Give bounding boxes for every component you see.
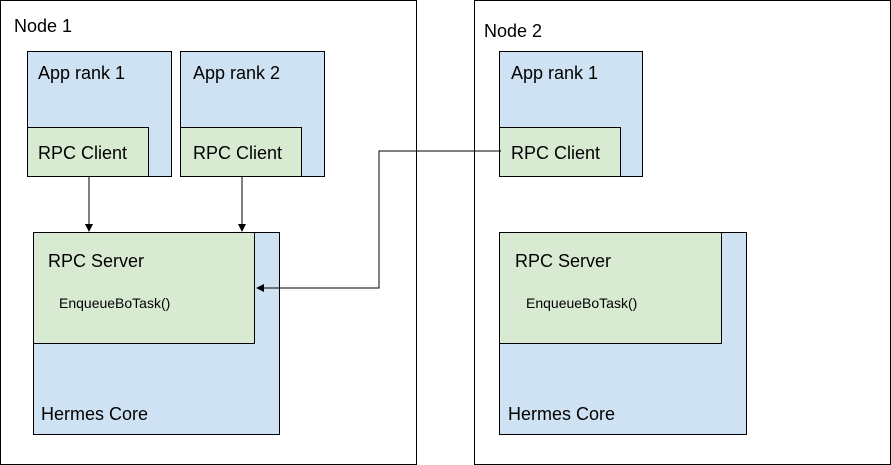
- node-1-title: Node 1: [14, 16, 73, 36]
- node-2-hermes-core-label: Hermes Core: [508, 404, 616, 424]
- node-2-app-rank-1-rpc-client: [499, 127, 621, 177]
- node-2-app-rank-1-rpc-client-label: RPC Client: [511, 143, 601, 163]
- node-1-app-rank-2-rpc-client-label: RPC Client: [193, 143, 283, 163]
- node-1-app-rank-2-label: App rank 2: [193, 63, 281, 83]
- node-1-rpc-server-label: RPC Server: [48, 251, 145, 271]
- node-1-app-rank-1-label: App rank 1: [38, 63, 126, 83]
- node-1-rpc-server: [33, 232, 255, 344]
- node-1-app-rank-1-rpc-client: [27, 127, 149, 177]
- arrow-node2-client-to-node1-server: [256, 150, 501, 292]
- node-1-app-rank-2-rpc-client: [180, 127, 302, 177]
- node-1-hermes-core-label: Hermes Core: [41, 404, 149, 424]
- node-2-rpc-server: [499, 232, 722, 344]
- node-2-app-rank-1-label: App rank 1: [511, 63, 599, 83]
- node-2-rpc-server-label: RPC Server: [515, 251, 612, 271]
- node-1-rpc-server-method: EnqueueBoTask(): [59, 295, 171, 311]
- node-2-rpc-server-method: EnqueueBoTask(): [526, 295, 638, 311]
- node-1-app-rank-1-rpc-client-label: RPC Client: [38, 143, 128, 163]
- node-2-title: Node 2: [484, 21, 543, 41]
